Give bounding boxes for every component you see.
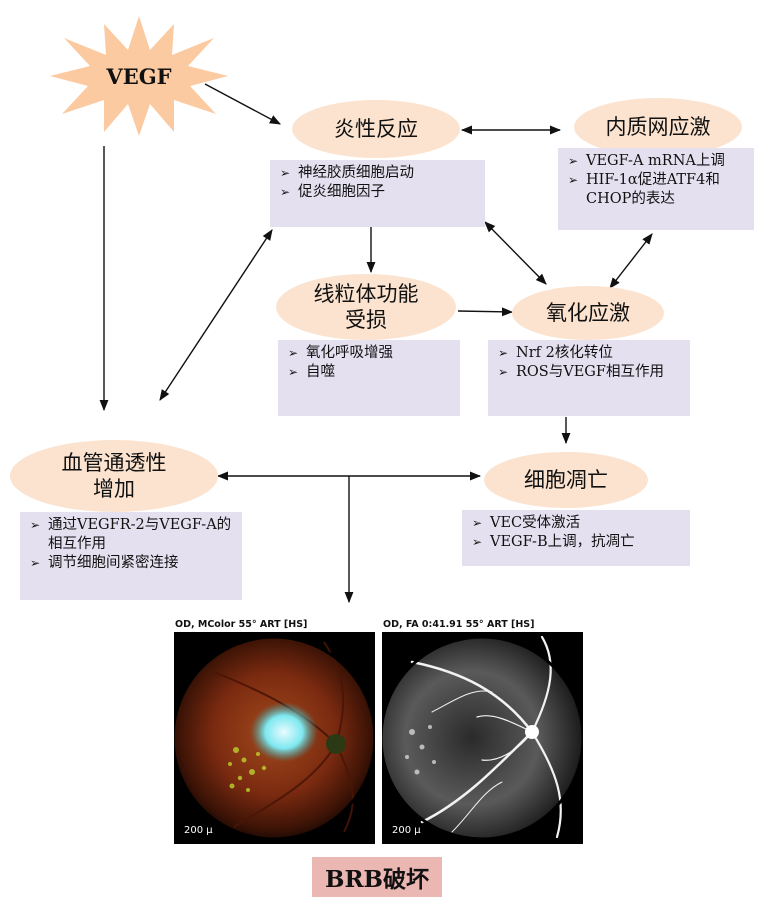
node-apoptosis: 细胞凋亡 [484, 452, 648, 508]
list-item: ➢促炎细胞因子 [280, 183, 479, 202]
box-oxidative: ➢Nrf 2核化转位 ➢ROS与VEGF相互作用 [488, 340, 690, 416]
node-permeability-title-line1: 血管通透性 [62, 450, 167, 476]
list-item: ➢VEGF-B上调，抗凋亡 [472, 533, 684, 552]
arrowhead-bullet-icon: ➢ [280, 164, 298, 183]
result-label: BRB破坏 [312, 857, 442, 897]
arrowhead-bullet-icon: ➢ [568, 152, 586, 171]
arrowhead-bullet-icon: ➢ [568, 171, 586, 190]
node-oxidative: 氧化应激 [512, 286, 664, 340]
fundus-color-image [174, 632, 375, 844]
node-inflammation-title: 炎性反应 [334, 116, 418, 142]
list-item: ➢ROS与VEGF相互作用 [498, 363, 684, 382]
box-mitochondria: ➢氧化呼吸增强 ➢自噬 [278, 340, 460, 416]
fundus-color-photo: 200 µ [174, 632, 375, 844]
box-apoptosis: ➢VEC受体激活 ➢VEGF-B上调，抗凋亡 [462, 510, 690, 566]
node-permeability: 血管通透性 增加 [10, 440, 218, 512]
arrowhead-bullet-icon: ➢ [472, 533, 490, 552]
photo-right-scale: 200 µ [392, 825, 421, 836]
node-permeability-title-line2: 增加 [93, 476, 135, 502]
arrow-permeability-inflammation [160, 230, 272, 400]
list-item: ➢VEC受体激活 [472, 514, 684, 533]
fundus-fa-photo: 200 µ [382, 632, 583, 844]
arrow-er-oxidative [610, 234, 652, 288]
list-item: ➢Nrf 2核化转位 [498, 344, 684, 363]
arrowhead-bullet-icon: ➢ [498, 363, 516, 382]
fundus-angiogram-image [382, 632, 583, 844]
list-item: ➢神经胶质细胞启动 [280, 164, 479, 183]
arrowhead-bullet-icon: ➢ [30, 516, 48, 535]
list-item: ➢调节细胞间紧密连接 [30, 554, 236, 573]
list-item: ➢VEGF-A mRNA上调 [568, 152, 748, 171]
arrowhead-bullet-icon: ➢ [472, 514, 490, 533]
node-oxidative-title: 氧化应激 [546, 300, 630, 326]
arrowhead-bullet-icon: ➢ [280, 183, 298, 202]
list-item: ➢通过VEGFR-2与VEGF-A的相互作用 [30, 516, 236, 554]
node-mitochondria: 线粒体功能 受损 [276, 274, 456, 340]
box-inflammation: ➢神经胶质细胞启动 ➢促炎细胞因子 [270, 160, 485, 227]
arrowhead-bullet-icon: ➢ [288, 344, 306, 363]
vegf-label: VEGF [96, 64, 182, 89]
node-mitochondria-title-line2: 受损 [345, 307, 387, 333]
node-apoptosis-title: 细胞凋亡 [524, 467, 608, 493]
list-item: ➢氧化呼吸增强 [288, 344, 454, 363]
box-permeability: ➢通过VEGFR-2与VEGF-A的相互作用 ➢调节细胞间紧密连接 [20, 512, 242, 600]
arrowhead-bullet-icon: ➢ [288, 363, 306, 382]
photo-left-scale: 200 µ [184, 825, 213, 836]
list-item: ➢HIF-1α促进ATF4和CHOP的表达 [568, 171, 748, 209]
node-mitochondria-title-line1: 线粒体功能 [314, 281, 419, 307]
list-item: ➢自噬 [288, 363, 454, 382]
photo-right-caption: OD, FA 0:41.91 55° ART [HS] [383, 619, 535, 630]
arrowhead-bullet-icon: ➢ [30, 554, 48, 573]
node-er-stress-title: 内质网应激 [606, 114, 711, 140]
arrowhead-bullet-icon: ➢ [498, 344, 516, 363]
node-inflammation: 炎性反应 [292, 100, 460, 158]
photo-left-caption: OD, MColor 55° ART [HS] [175, 619, 307, 630]
arrow-inflammation-oxidative [485, 222, 546, 284]
arrow-mito-to-oxidative [458, 311, 512, 312]
box-er-stress: ➢VEGF-A mRNA上调 ➢HIF-1α促进ATF4和CHOP的表达 [558, 148, 754, 230]
